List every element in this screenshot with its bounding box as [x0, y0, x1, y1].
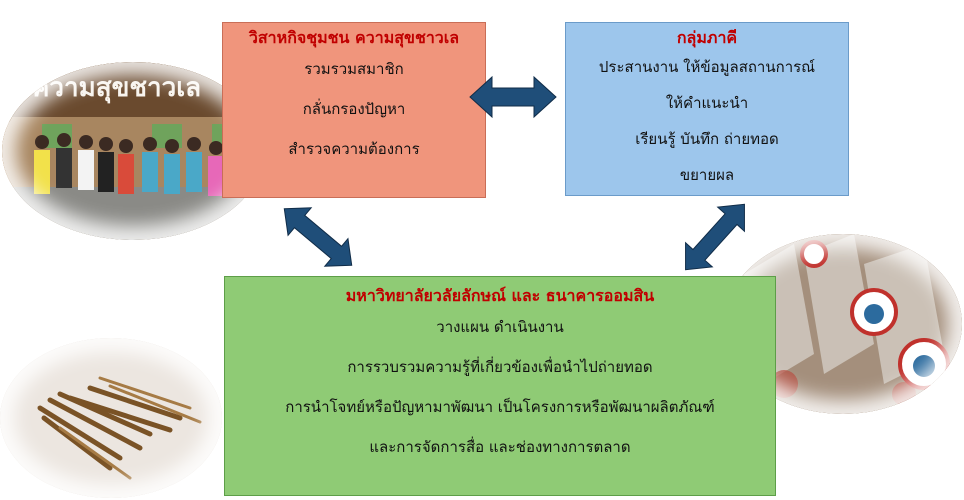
community-enterprise-title: วิสาหกิจชุมชน ความสุขชาวเล	[248, 28, 460, 47]
community-line-1: รวมรวมสมาชิก	[304, 60, 404, 78]
university-bank-box: มหาวิทยาลัยวลัยลักษณ์ และ ธนาคารออมสิน ว…	[224, 276, 776, 496]
university-line-1: วางแผน ดำเนินงาน	[436, 318, 564, 336]
community-group-photo: ความสุขชาวเล	[2, 62, 264, 240]
double-arrow-diagonal-right	[685, 203, 745, 271]
partner-group-title: กลุ่มภาคี	[676, 28, 738, 47]
dried-fish-photo	[0, 338, 222, 498]
university-line-4: และการจัดการสื่อ และช่องทางการตลาด	[369, 438, 631, 456]
double-arrow-horizontal	[469, 75, 557, 119]
community-line-2: กลั่นกรองปัญหา	[302, 100, 406, 118]
community-enterprise-box: วิสาหกิจชุมชน ความสุขชาวเล รวมรวมสมาชิก …	[222, 22, 486, 198]
university-line-3: การนำโจทย์หรือปัญหามาพัฒนา เป็นโครงการหร…	[285, 398, 715, 416]
partner-group-box: กลุ่มภาคี ประสานงาน ให้ข้อมูลสถานการณ์ ใ…	[565, 22, 849, 196]
university-bank-title: มหาวิทยาลัยวลัยลักษณ์ และ ธนาคารออมสิน	[345, 286, 655, 305]
partner-line-2: ให้คำแนะนำ	[665, 94, 749, 112]
university-line-2: การรวบรวมความรู้ที่เกี่ยวข้องเพื่อนำไปถ่…	[347, 358, 653, 376]
double-arrow-diagonal-left	[283, 207, 353, 267]
partner-line-1: ประสานงาน ให้ข้อมูลสถานการณ์	[598, 58, 816, 76]
community-line-3: สำรวจความต้องการ	[288, 140, 420, 158]
partner-line-3: เรียนรู้ บันทึก ถ่ายทอด	[635, 130, 779, 148]
partner-line-4: ขยายผล	[679, 166, 735, 184]
